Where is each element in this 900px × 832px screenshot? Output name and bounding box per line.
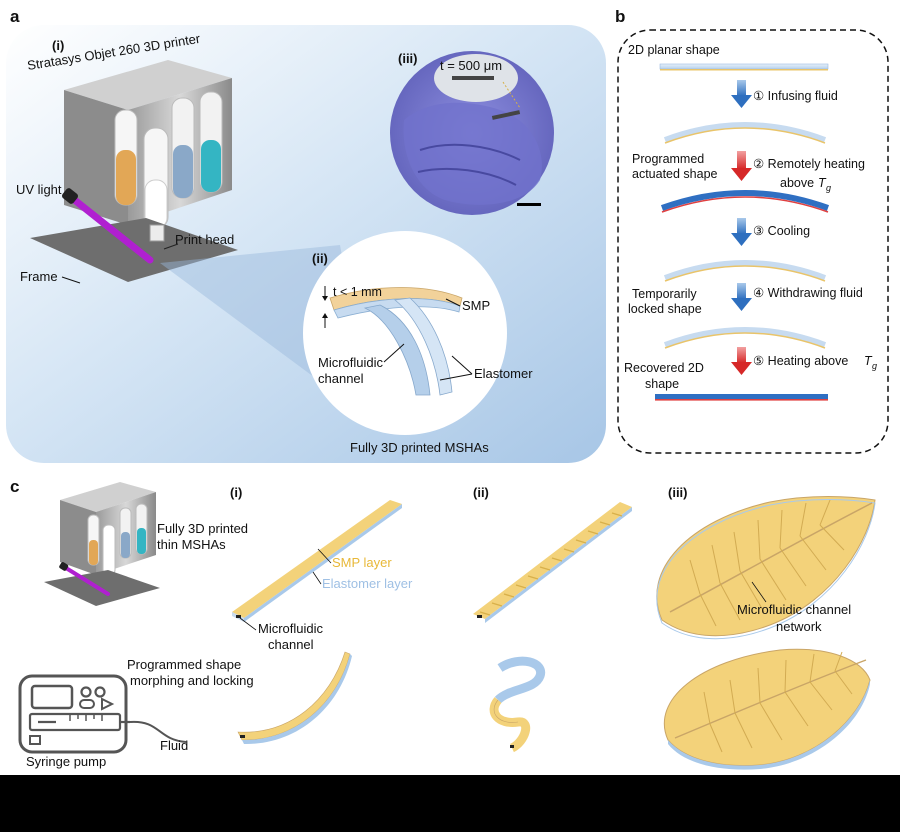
inset-iii xyxy=(390,51,554,215)
arrow-withdrawing xyxy=(731,283,752,311)
elastomer-layer-label: Elastomer layer xyxy=(322,576,413,591)
step2-label-line1: ② Remotely heating xyxy=(753,157,865,171)
smp-layer-label: SMP layer xyxy=(332,555,392,570)
recovered-strip xyxy=(655,394,828,399)
syringe-pump-icon xyxy=(18,674,187,754)
panel-c: c Fully 3D printed thin MSHAs (i) xyxy=(10,477,876,770)
syringe-label: Syringe pump xyxy=(26,754,106,769)
programmed-label-line1: Programmed xyxy=(632,152,704,166)
step3-label: ③ Cooling xyxy=(753,224,810,238)
morphing-label-line1: Programmed shape xyxy=(127,657,241,672)
curved-strip-3 xyxy=(663,327,827,348)
step5-tg-sub: g xyxy=(872,361,877,371)
printed-label-line1: Fully 3D printed xyxy=(157,521,248,536)
c-microfluidic-label-line1: Microfluidic xyxy=(258,621,324,636)
step5-label: ⑤ Heating above xyxy=(753,354,848,368)
morphing-label-line2: morphing and locking xyxy=(130,673,254,688)
planar-label: 2D planar shape xyxy=(628,43,720,57)
curved-strip-1 xyxy=(663,122,827,143)
step1-label: ① Infusing fluid xyxy=(753,89,838,103)
print-head-label: Print head xyxy=(175,232,234,247)
panel-c-sub-iii: (iii) xyxy=(668,485,688,500)
panel-a-sub-iii: (iii) xyxy=(398,51,418,66)
panel-b-letter: b xyxy=(615,7,625,26)
actuated-strip xyxy=(660,190,830,211)
programmed-label-line2: actuated shape xyxy=(632,167,718,181)
leaf-curled xyxy=(663,648,871,770)
step4-label: ④ Withdrawing fluid xyxy=(753,286,863,300)
panel-a-sub-i: (i) xyxy=(52,38,64,53)
arrow-infusing xyxy=(731,80,752,108)
panel-a-letter: a xyxy=(10,7,20,26)
patterned-strip xyxy=(473,502,632,623)
smp-label: SMP xyxy=(462,298,490,313)
bent-strip xyxy=(237,651,352,745)
recovered-label-line1: Recovered 2D xyxy=(624,361,704,375)
fluid-label: Fluid xyxy=(160,738,188,753)
temporarily-label-line2: locked shape xyxy=(628,302,702,316)
elastomer-label: Elastomer xyxy=(474,366,533,381)
step2-tg-sub: g xyxy=(826,183,831,193)
small-printer-illustration xyxy=(44,482,160,606)
temporarily-label-line1: Temporarily xyxy=(632,287,697,301)
printer-illustration xyxy=(30,60,238,282)
frame-label: Frame xyxy=(20,269,58,284)
arrow-heating xyxy=(731,347,752,375)
inset-ii xyxy=(303,231,507,435)
caption-label: Fully 3D printed MSHAs xyxy=(350,440,489,455)
recovered-label-line2: shape xyxy=(645,377,679,391)
panel-c-letter: c xyxy=(10,477,19,496)
step2-label-line2: above xyxy=(780,176,814,190)
leaf-flat xyxy=(656,496,876,640)
c-microfluidic-label-line2: channel xyxy=(268,637,314,652)
thickness-label: t < 1 mm xyxy=(333,285,382,299)
step2-tg: T xyxy=(818,176,827,190)
step5-tg: T xyxy=(864,354,873,368)
curved-strip-2 xyxy=(663,260,827,281)
t500-label: t = 500 μm xyxy=(440,58,502,73)
arrow-cooling xyxy=(731,218,752,246)
planar-strip xyxy=(659,63,829,70)
helical-strip xyxy=(489,656,546,753)
microfluidic-label-line1: Microfluidic xyxy=(318,355,384,370)
panel-a-sub-ii: (ii) xyxy=(312,251,328,266)
microfluidic-label-line2: channel xyxy=(318,371,364,386)
printed-label-line2: thin MSHAs xyxy=(157,537,226,552)
panel-c-sub-ii: (ii) xyxy=(473,485,489,500)
panel-b: b 2D planar shape ① Infusing fluid Progr… xyxy=(615,7,889,454)
panel-a: a (i) Stratasys Objet 260 3D printer xyxy=(6,7,606,463)
network-label-line1: Microfluidic channel xyxy=(737,602,851,617)
uv-light-label: UV light xyxy=(16,182,62,197)
straight-strip xyxy=(232,500,402,622)
panel-c-sub-i: (i) xyxy=(230,485,242,500)
network-label-line2: network xyxy=(776,619,822,634)
arrow-remote-heating xyxy=(731,151,752,181)
